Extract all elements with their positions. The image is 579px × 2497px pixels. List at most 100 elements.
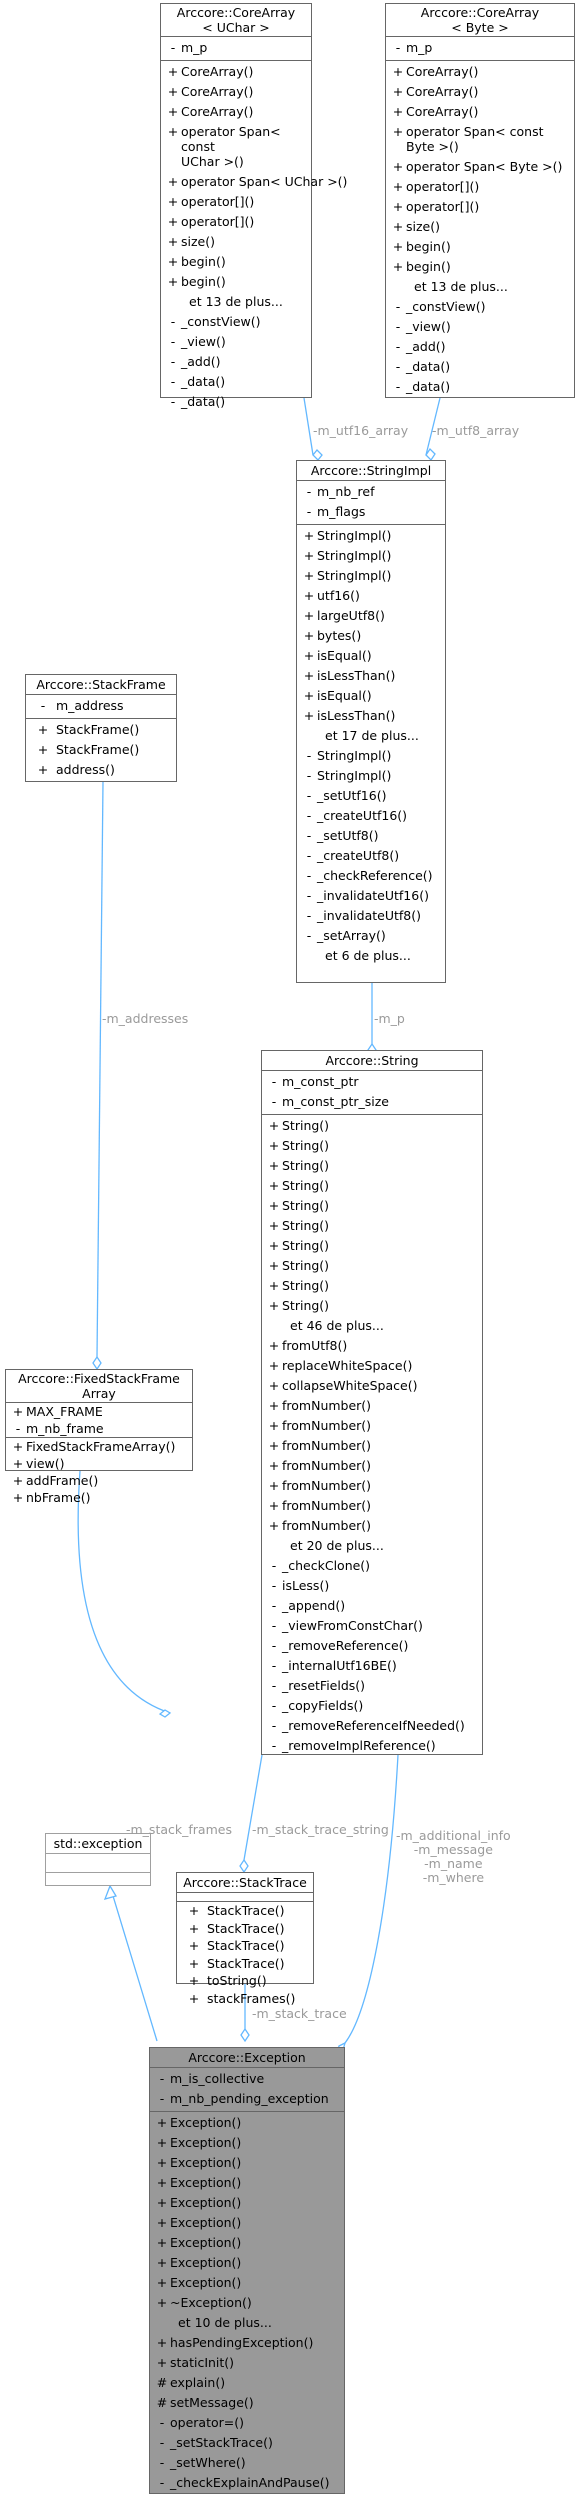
method-row: +StackTrace() — [188, 1938, 285, 1953]
method-row: +nbFrame() — [12, 1490, 91, 1505]
method-row: +isEqual() — [303, 688, 372, 703]
method-row: +fromNumber() — [268, 1518, 372, 1533]
method-row: +StringImpl() — [303, 528, 392, 543]
edge-stack-trace-string — [243, 1754, 263, 1861]
more-methods: et 10 de plus... — [178, 2315, 272, 2330]
method-row: -_checkReference() — [306, 868, 433, 883]
method-row: +operator[]() — [392, 179, 480, 194]
class-title: Arccore::CoreArray < Byte > — [386, 4, 574, 37]
method-row: +String() — [268, 1238, 330, 1253]
methods-section: +StackTrace() +StackTrace() +StackTrace(… — [177, 1902, 313, 2007]
method-row: -_data() — [170, 394, 226, 409]
class-stack-trace[interactable]: Arccore::StackTrace +StackTrace() +Stack… — [176, 1872, 314, 2006]
class-core-array-uchar[interactable]: Arccore::CoreArray < UChar > -m_p +CoreA… — [160, 3, 347, 409]
class-title: Arccore::String — [262, 1051, 482, 1071]
method-row: +toString() — [188, 1973, 267, 1988]
method-row: -_add() — [170, 354, 221, 369]
method-row: -_checkClone() — [271, 1558, 371, 1573]
class-title: Arccore::CoreArray < UChar > — [161, 4, 311, 37]
method-row: -_removeReferenceIfNeeded() — [271, 1718, 465, 1733]
methods-section: +CoreArray() +CoreArray() +CoreArray() +… — [386, 61, 574, 399]
method-row: +addFrame() — [12, 1473, 99, 1488]
method-row: +operator[]() — [392, 199, 480, 214]
method-row: +begin() — [392, 239, 451, 254]
edge-m-addresses — [96, 781, 104, 1358]
edge-inheritance — [109, 1885, 158, 2042]
method-row: -_setUtf8() — [306, 828, 379, 843]
method-row: +isLessThan() — [303, 708, 396, 723]
label-utf16-array: -m_utf16_array — [313, 423, 409, 438]
label-m-stack-frames: -m_stack_frames — [126, 1822, 232, 1837]
method-row: +begin() — [167, 274, 226, 289]
method-row: +CoreArray() — [392, 104, 479, 119]
class-core-array-byte[interactable]: Arccore::CoreArray < Byte > -m_p +CoreAr… — [385, 3, 575, 398]
attribute-row: -m_const_ptr_size — [271, 1094, 389, 1109]
diamond-stack-trace — [240, 2027, 250, 2043]
method-row: +String() — [268, 1158, 330, 1173]
method-row: +collapseWhiteSpace() — [268, 1378, 418, 1393]
method-row: +String() — [268, 1118, 330, 1133]
attributes-section: +MAX_FRAME -m_nb_frame — [6, 1403, 192, 1438]
method-row: +hasPendingException() — [156, 2335, 314, 2350]
method-row: -_setWhere() — [159, 2455, 246, 2470]
more-methods: et 13 de plus... — [414, 279, 508, 294]
method-row: +operator Span< const UChar >() — [167, 124, 281, 169]
attributes-section: -m_address — [26, 695, 176, 719]
method-row: -StringImpl() — [306, 748, 392, 763]
method-row: +fromNumber() — [268, 1478, 372, 1493]
attribute-row: -m_const_ptr — [271, 1074, 359, 1089]
attributes-section: -m_is_collective -m_nb_pending_exception — [150, 2068, 344, 2112]
method-row: +Exception() — [156, 2155, 242, 2170]
diamond-utf16 — [312, 449, 323, 461]
method-row: +String() — [268, 1298, 330, 1313]
more-methods: et 20 de plus... — [290, 1538, 384, 1553]
attribute-row: -m_nb_pending_exception — [159, 2091, 329, 2106]
method-row: +operator Span< Byte >() — [392, 159, 563, 174]
method-row: +begin() — [167, 254, 226, 269]
method-row: +fromNumber() — [268, 1398, 372, 1413]
edge-utf16-array — [303, 397, 314, 456]
method-row: +StringImpl() — [303, 548, 392, 563]
label-utf8-array: -m_utf8_array — [432, 423, 520, 438]
class-title: std::exception — [46, 1834, 150, 1854]
label-m-stack-trace-string: -m_stack_trace_string — [252, 1822, 389, 1837]
method-row: +Exception() — [156, 2115, 242, 2130]
method-row: -_data() — [395, 379, 451, 394]
method-row: -_setStackTrace() — [159, 2435, 273, 2450]
more-methods: et 46 de plus... — [290, 1318, 384, 1333]
attributes-section: -m_p — [161, 37, 311, 61]
method-row: -_checkExplainAndPause() — [159, 2475, 330, 2490]
class-stack-frame[interactable]: Arccore::StackFrame -m_address +StackFra… — [25, 674, 177, 782]
method-row: +size() — [392, 219, 440, 234]
method-row: -_add() — [395, 339, 446, 354]
method-row: +isLessThan() — [303, 668, 396, 683]
method-row: +StackTrace() — [188, 1920, 285, 1936]
method-row: +fromNumber() — [268, 1498, 372, 1513]
class-string[interactable]: Arccore::String -m_const_ptr -m_const_pt… — [261, 1050, 483, 1755]
attributes-section: -m_p — [386, 37, 574, 61]
method-row: -_copyFields() — [271, 1698, 364, 1713]
attribute-row: -m_p — [170, 40, 208, 55]
method-row: -_data() — [170, 374, 226, 389]
attribute-row: -m_is_collective — [159, 2071, 265, 2086]
method-row: -_internalUtf16BE() — [271, 1658, 397, 1673]
methods-section: +StringImpl() +StringImpl() +StringImpl(… — [297, 525, 445, 968]
class-fixed-stack-frame-array[interactable]: Arccore::FixedStackFrame Array +MAX_FRAM… — [5, 1369, 193, 1505]
attribute-row: -m_flags — [306, 504, 366, 519]
class-exception[interactable]: Arccore::Exception -m_is_collective -m_n… — [149, 2047, 345, 2494]
method-row: +replaceWhiteSpace() — [268, 1358, 413, 1373]
label-additional-info: -m_additional_info -m_message -m_name -m… — [396, 1828, 511, 1885]
method-row: +FixedStackFrameArray() — [12, 1439, 176, 1454]
class-title: Arccore::Exception — [150, 2048, 344, 2068]
method-row: +Exception() — [156, 2215, 242, 2230]
inheritance-arrowhead — [103, 1884, 117, 1900]
class-string-impl[interactable]: Arccore::StringImpl -m_nb_ref -m_flags +… — [296, 460, 446, 983]
method-row: -_invalidateUtf16() — [306, 888, 429, 903]
methods-section: +StackFrame() +StackFrame() +address() — [26, 719, 176, 782]
label-m-p: -m_p — [374, 1011, 405, 1026]
method-row: +String() — [268, 1178, 330, 1193]
method-row: +fromNumber() — [268, 1418, 372, 1433]
method-row: #explain() — [156, 2375, 226, 2390]
class-std-exception[interactable]: std::exception — [45, 1833, 151, 1886]
method-row: -_view() — [170, 334, 226, 349]
